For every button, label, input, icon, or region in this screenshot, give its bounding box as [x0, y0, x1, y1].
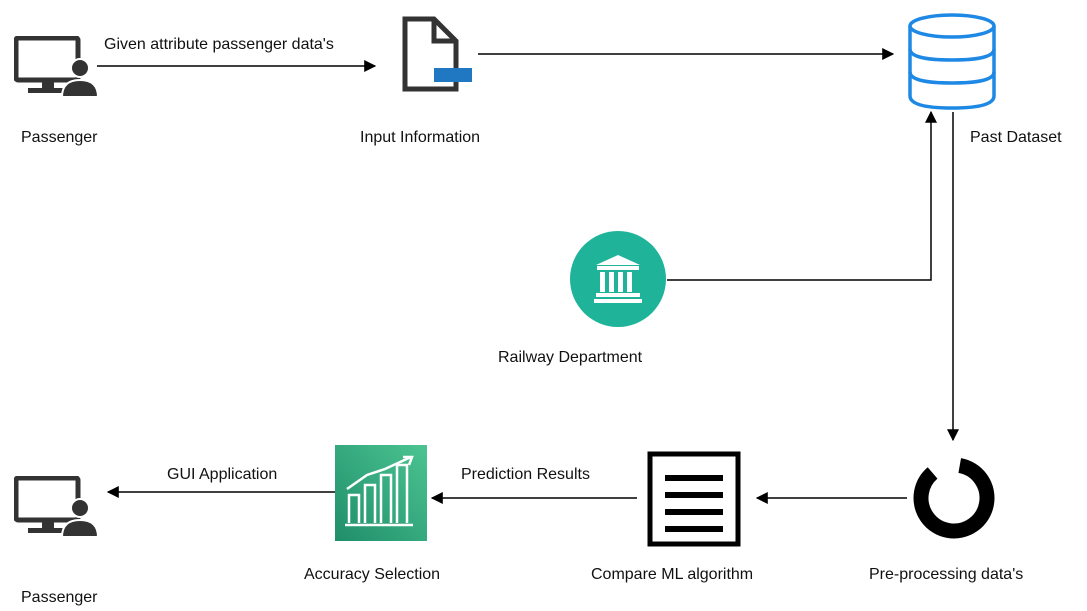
past-dataset-label: Past Dataset: [970, 129, 1062, 146]
railway-department-label: Railway Department: [498, 349, 643, 366]
passenger-top-node: [14, 36, 98, 98]
document-icon: [402, 16, 472, 92]
database-icon: [908, 13, 996, 110]
accuracy-selection-node: [335, 445, 427, 541]
accuracy-selection-label: Accuracy Selection: [304, 566, 441, 583]
railway-department-node: [569, 230, 667, 328]
passenger-bottom-label: Passenger: [21, 589, 98, 606]
computer-user-icon: [14, 476, 98, 538]
passenger-top-label: Passenger: [21, 129, 98, 146]
arrow-railway-to-dataset: [667, 110, 937, 281]
compare-ml-node: [647, 451, 741, 547]
preprocessing-label: Pre-processing data's: [869, 566, 1024, 583]
chart-growth-icon: [335, 445, 427, 541]
compare-ml-label: Compare ML algorithm: [591, 566, 754, 583]
preprocessing-node: [910, 454, 998, 542]
past-dataset-node: [905, 12, 999, 112]
computer-user-icon: [14, 36, 98, 98]
input-information-label: Input Information: [360, 129, 481, 146]
government-building-icon: [570, 231, 666, 327]
loading-ring-icon: [913, 457, 995, 539]
list-icon: [647, 451, 741, 547]
edge-label-prediction-results: Prediction Results: [461, 466, 590, 483]
edge-label-gui-application: GUI Application: [167, 466, 278, 483]
edge-label-given-attribute: Given attribute passenger data's: [104, 36, 334, 53]
passenger-bottom-node: [14, 476, 98, 538]
input-information-node: [402, 16, 474, 92]
